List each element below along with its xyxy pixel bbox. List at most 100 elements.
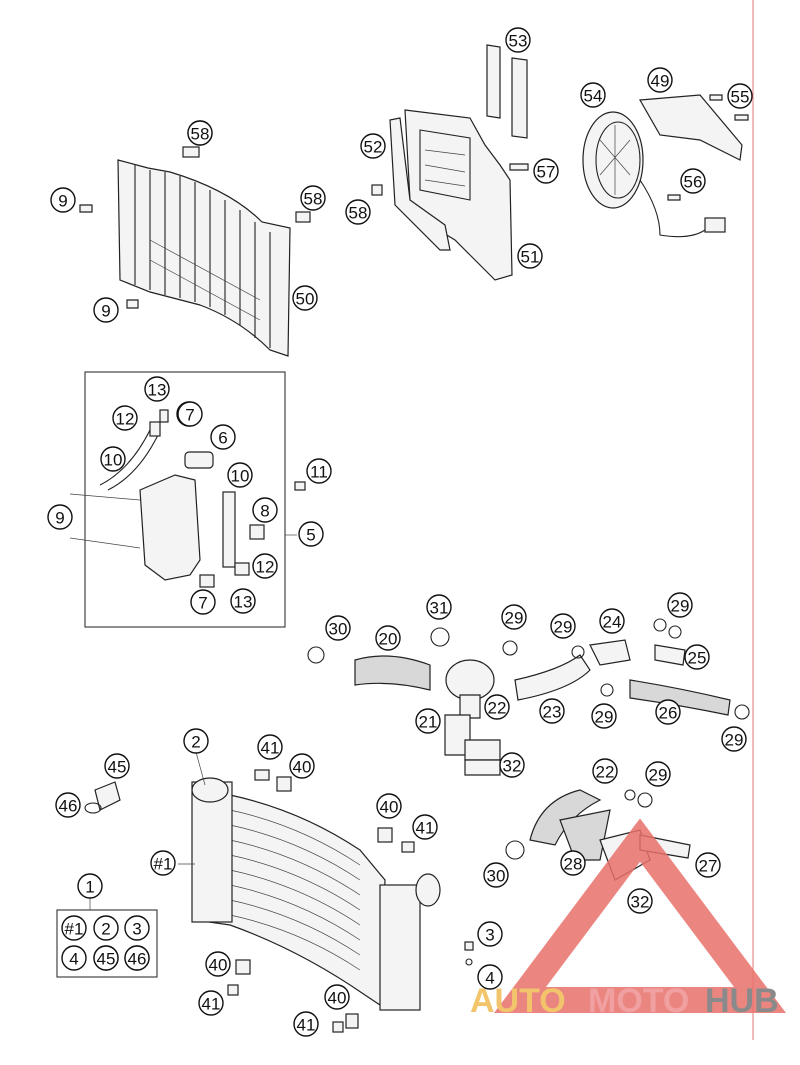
callout-number: 31 bbox=[430, 599, 449, 618]
callout-number: 24 bbox=[603, 613, 622, 632]
callout-circle bbox=[298, 521, 324, 547]
callout-9: 9 bbox=[93, 297, 119, 323]
callout-circle bbox=[550, 613, 576, 639]
callout-number: 23 bbox=[543, 703, 562, 722]
callout-number: 26 bbox=[659, 704, 678, 723]
callout-number: 10 bbox=[104, 451, 123, 470]
callout-circle bbox=[484, 694, 510, 720]
expansion-tank-drawing bbox=[69, 409, 306, 588]
kit-number: 2 bbox=[101, 920, 110, 939]
callout-circle bbox=[533, 158, 559, 184]
callout-41: 41 bbox=[412, 814, 438, 840]
kit-number: 4 bbox=[69, 950, 78, 969]
callout-53: 53 bbox=[505, 27, 531, 53]
callout-1: 1 bbox=[77, 873, 103, 899]
callout-9: 9 bbox=[47, 504, 73, 530]
callout-number: 4 bbox=[485, 969, 494, 988]
callout-circle bbox=[324, 984, 350, 1010]
callout-31: 31 bbox=[426, 594, 452, 620]
callout-number: 56 bbox=[684, 173, 703, 192]
callout-12: 12 bbox=[112, 405, 138, 431]
callout-number: 46 bbox=[59, 797, 78, 816]
callout-circle bbox=[77, 873, 103, 899]
kit-circle bbox=[93, 915, 119, 941]
callout-circle bbox=[645, 761, 671, 787]
callout-circle bbox=[477, 921, 503, 947]
callout-number: 12 bbox=[256, 558, 275, 577]
callout-2: 2 bbox=[183, 728, 209, 754]
callout-circle bbox=[539, 698, 565, 724]
callout-circle bbox=[426, 594, 452, 620]
callout-number: 40 bbox=[209, 956, 228, 975]
callout-circle bbox=[177, 401, 203, 427]
callout-number: 29 bbox=[725, 731, 744, 750]
callout-circle bbox=[289, 753, 315, 779]
callout-40: 40 bbox=[289, 753, 315, 779]
callout-number: 55 bbox=[731, 88, 750, 107]
radiator-drawing bbox=[84, 769, 474, 1033]
callout-number: 10 bbox=[231, 467, 250, 486]
callout-circle bbox=[627, 888, 653, 914]
callout-number: #1 bbox=[154, 855, 173, 874]
callout-number: 32 bbox=[503, 757, 522, 776]
callout-number: 40 bbox=[380, 798, 399, 817]
callout-circle bbox=[727, 83, 753, 109]
callout-52: 52 bbox=[360, 133, 386, 159]
callout-circle bbox=[300, 185, 326, 211]
watermark-triangle bbox=[494, 818, 786, 1013]
callout-number: 29 bbox=[649, 766, 668, 785]
callout-circle bbox=[50, 187, 76, 213]
callout-circle bbox=[150, 850, 176, 876]
callout-30: 30 bbox=[325, 615, 351, 641]
callout-58: 58 bbox=[300, 185, 326, 211]
callout-32: 32 bbox=[499, 752, 525, 778]
callout-circle bbox=[599, 608, 625, 634]
callout-circle bbox=[412, 814, 438, 840]
hoses-drawing bbox=[307, 618, 750, 881]
radiator-shroud-drawing bbox=[79, 146, 311, 357]
callout-51: 51 bbox=[517, 243, 543, 269]
callout-4: 4 bbox=[477, 964, 503, 990]
callout-circle bbox=[306, 458, 332, 484]
callout-5: 5 bbox=[298, 521, 324, 547]
callout-circle bbox=[183, 728, 209, 754]
callout-circle bbox=[325, 615, 351, 641]
callout-29: 29 bbox=[721, 726, 747, 752]
callout-29: 29 bbox=[550, 613, 576, 639]
leader-lines bbox=[178, 534, 297, 865]
kit-circle bbox=[93, 945, 119, 971]
callout-circle bbox=[505, 27, 531, 53]
callouts: 5349545552575895651501312761011853129243… bbox=[47, 27, 753, 1037]
callout-circle bbox=[104, 753, 130, 779]
callout-9: 9 bbox=[50, 187, 76, 213]
kit-label-4: 4 bbox=[61, 945, 87, 971]
callout-circle bbox=[345, 199, 371, 225]
callout-number: 40 bbox=[293, 758, 312, 777]
callout-number: 41 bbox=[297, 1016, 316, 1035]
watermark-hub: HUB bbox=[705, 982, 779, 1020]
callout-number: 7 bbox=[185, 406, 194, 425]
callout-41: 41 bbox=[293, 1011, 319, 1037]
callout-number: 58 bbox=[304, 190, 323, 209]
callout-58: 58 bbox=[345, 199, 371, 225]
callout-number: 5 bbox=[306, 526, 315, 545]
callout-number: 3 bbox=[485, 926, 494, 945]
callout-number: 20 bbox=[379, 630, 398, 649]
kit-number: 45 bbox=[97, 950, 116, 969]
callout-circle bbox=[144, 376, 170, 402]
callout-41: 41 bbox=[257, 734, 283, 760]
kit-box bbox=[56, 909, 158, 978]
callout-circle bbox=[55, 792, 81, 818]
callout-circle bbox=[667, 592, 693, 618]
callout-57: 57 bbox=[533, 158, 559, 184]
callout-number: 30 bbox=[487, 867, 506, 886]
callout-20: 20 bbox=[375, 625, 401, 651]
kit-label-2: 2 bbox=[93, 915, 119, 941]
callout-29: 29 bbox=[645, 761, 671, 787]
callout-hash1: #1 bbox=[150, 850, 176, 876]
callout-circle bbox=[190, 589, 216, 615]
callout-number: 40 bbox=[328, 989, 347, 1008]
callout-number: 13 bbox=[148, 381, 167, 400]
callout-50: 50 bbox=[292, 285, 318, 311]
